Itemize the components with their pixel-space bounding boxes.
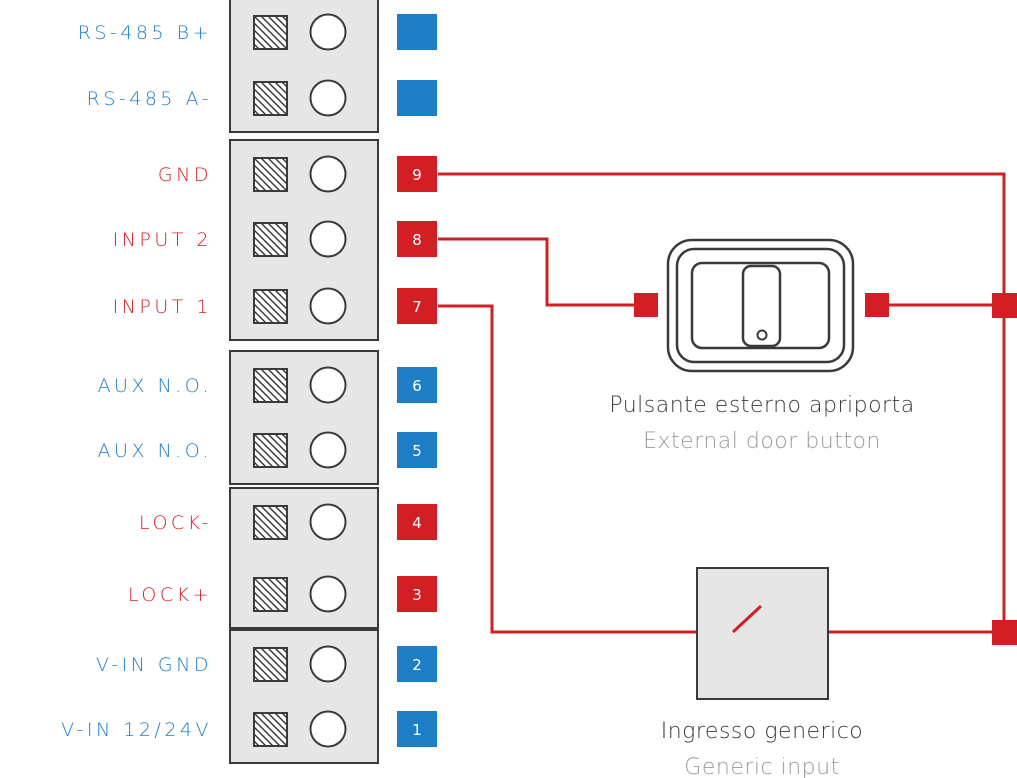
screw-clamp-icon [253, 433, 288, 468]
screw-clamp-icon [253, 368, 288, 403]
terminal-label: RS-485 B+ [78, 22, 212, 44]
terminal-label: LOCK+ [128, 584, 212, 606]
wire-port-icon [309, 79, 347, 117]
terminal-block-housing [229, 139, 379, 341]
terminal-number: 7 [412, 298, 422, 316]
terminal-number: 6 [412, 377, 422, 395]
wire-port-icon [309, 287, 347, 325]
terminal-row: AUX N.O. 6 [98, 366, 437, 404]
terminal-number: 9 [412, 166, 422, 184]
terminal-block-housing [229, 350, 379, 485]
terminal-label: V-IN 12/24V [61, 719, 212, 741]
generic-input-icon [696, 567, 829, 700]
terminal-blocks [229, 0, 379, 764]
terminal-row: INPUT 2 8 [113, 220, 437, 258]
screw-clamp-icon [253, 712, 288, 747]
screw-clamp-icon [253, 505, 288, 540]
junction-point [992, 293, 1017, 318]
door-button-icon [666, 238, 855, 373]
terminal-row: LOCK+ 3 [128, 575, 437, 613]
screw-clamp-icon [253, 15, 288, 50]
screw-clamp-icon [253, 81, 288, 116]
screw-clamp-icon [253, 289, 288, 324]
terminal-number-tag [397, 711, 437, 747]
wire-port-icon [309, 645, 347, 683]
terminal-label: V-IN GND [96, 654, 212, 676]
terminal-row: V-IN GND 2 [96, 645, 437, 683]
generic-input-caption-en: Generic input [684, 755, 839, 778]
contact-point [634, 293, 658, 317]
contact-point [865, 293, 889, 317]
terminal-number-tag [397, 156, 437, 192]
wire-port-icon [309, 220, 347, 258]
screw-clamp-icon [253, 647, 288, 682]
terminal-row: RS-485 B+ [78, 13, 437, 51]
wire-port-icon [309, 431, 347, 469]
terminal-row: LOCK- 4 [139, 503, 437, 541]
terminal-label: AUX N.O. [98, 440, 212, 462]
terminal-block-housing [229, 629, 379, 764]
terminal-label: GND [158, 164, 212, 186]
terminal-row: INPUT 1 7 [113, 287, 437, 325]
terminal-number-tag [397, 432, 437, 468]
terminal-number-tag [397, 80, 437, 116]
terminal-number-tag [397, 14, 437, 50]
terminal-label: INPUT 1 [113, 296, 212, 318]
wire-port-icon [309, 575, 347, 613]
door-button-caption-en: External door button [643, 429, 881, 454]
terminal-number-tag [397, 576, 437, 612]
terminal-label: AUX N.O. [98, 375, 212, 397]
terminal-row: GND 9 [158, 155, 437, 193]
terminal-number: 3 [412, 586, 422, 604]
terminal-number-tag [397, 367, 437, 403]
screw-clamp-icon [253, 222, 288, 257]
terminal-number: 8 [412, 231, 422, 249]
terminal-row: RS-485 A- [87, 79, 437, 117]
terminal-label: RS-485 A- [87, 88, 212, 110]
terminal-number: 4 [412, 514, 422, 532]
terminal-number: 5 [412, 442, 422, 460]
wire-port-icon [309, 503, 347, 541]
terminal-number-tag [397, 646, 437, 682]
generic-input-caption: Ingresso generico [661, 719, 864, 744]
terminal-block-housing [229, 487, 379, 629]
screw-clamp-icon [253, 157, 288, 192]
wire-port-icon [309, 710, 347, 748]
terminal-number-tag [397, 221, 437, 257]
wire-input-2 [438, 237, 645, 307]
terminal-row: AUX N.O. 5 [98, 431, 437, 469]
door-button-caption: Pulsante esterno apriporta [609, 393, 914, 418]
terminal-label: INPUT 2 [113, 229, 212, 251]
wire-port-icon [309, 155, 347, 193]
terminal-row: V-IN 12/24V 1 [61, 710, 437, 748]
terminal-number-tag [397, 288, 437, 324]
wire-input-1 [438, 304, 722, 634]
terminal-number-tag [397, 504, 437, 540]
screw-clamp-icon [253, 577, 288, 612]
switch-contact [731, 604, 763, 634]
junction-point [992, 620, 1017, 645]
terminal-label: LOCK- [139, 512, 212, 534]
wire-port-icon [309, 13, 347, 51]
terminal-block-housing [229, 0, 379, 133]
wire-port-icon [309, 366, 347, 404]
terminal-number: 2 [412, 656, 422, 674]
terminal-number: 1 [412, 721, 422, 739]
